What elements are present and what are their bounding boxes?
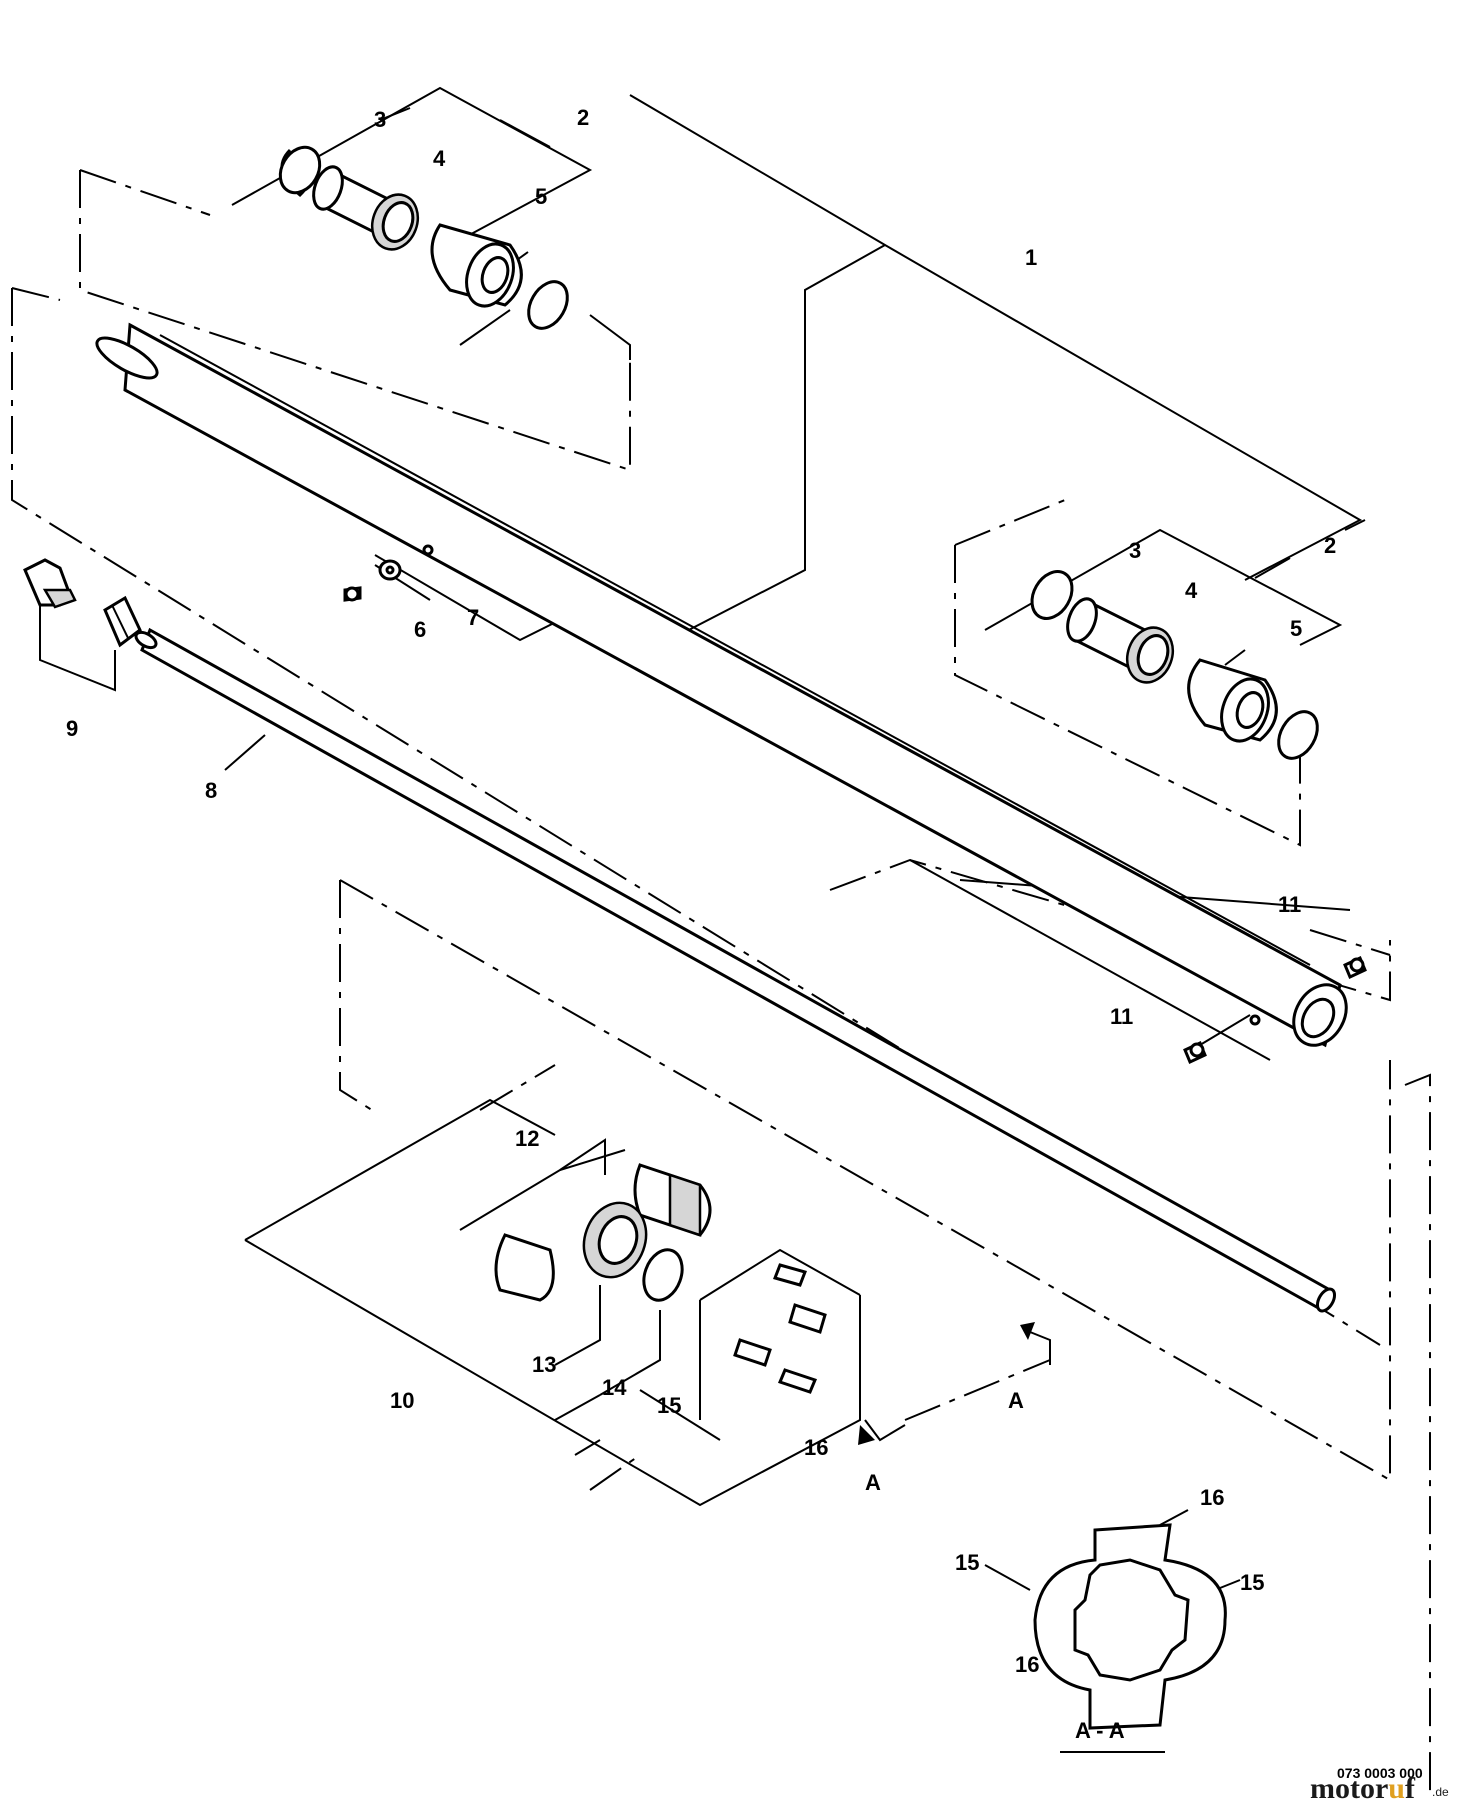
drive-shaft	[134, 627, 1337, 1313]
callout-5: 5	[1290, 616, 1302, 641]
svg-text:.de: .de	[1432, 1785, 1449, 1799]
spline-coupling-part	[23, 558, 142, 648]
callout-16: 16	[1200, 1485, 1224, 1510]
callout-16: 16	[1015, 1652, 1039, 1677]
callout-2: 2	[577, 105, 589, 130]
section-arrow-label: A	[1008, 1388, 1024, 1413]
bushing-group	[494, 1163, 827, 1394]
callout-12: 12	[515, 1126, 539, 1151]
callout-8: 8	[205, 778, 217, 803]
callout-11: 11	[1110, 1004, 1133, 1029]
section-arrows	[858, 1322, 1051, 1445]
section-arrow-label: A	[865, 1470, 881, 1495]
svg-text:motoruf: motoruf	[1310, 1772, 1416, 1800]
callout-11: 11	[1278, 892, 1301, 917]
screw-washer-parts	[343, 559, 402, 602]
leader-lines	[39, 86, 1366, 1656]
callout-3: 3	[1129, 538, 1141, 563]
callout-14: 14	[602, 1375, 627, 1400]
callout-13: 13	[532, 1352, 556, 1377]
callout-10: 10	[390, 1388, 414, 1413]
section-view-a-a	[1033, 1523, 1227, 1753]
callout-3: 3	[374, 107, 386, 132]
callout-6: 6	[414, 617, 426, 642]
drawing-number: 073 0003 000	[1337, 1765, 1423, 1781]
callout-4: 4	[433, 146, 446, 171]
callout-15: 15	[955, 1550, 979, 1575]
section-title: A - A	[1075, 1718, 1125, 1743]
callout-4: 4	[1185, 578, 1198, 603]
drive-tube	[95, 322, 1348, 1048]
watermark-logo: motoruf .de	[1310, 1772, 1449, 1800]
callout-15: 15	[657, 1393, 681, 1418]
callout-2: 2	[1324, 533, 1336, 558]
callout-5: 5	[535, 184, 547, 209]
callout-7: 7	[467, 605, 479, 630]
callout-1: 1	[1025, 245, 1037, 270]
bearing-group-top	[278, 145, 569, 330]
callout-labels: 1 2 3 4 5 2 3 4 5 6 7 8 9 11 11 10 12 13…	[66, 105, 1336, 1743]
callout-9: 9	[66, 716, 78, 741]
plug-screws	[1183, 955, 1367, 1065]
callout-16: 16	[804, 1435, 828, 1460]
callout-15: 15	[1240, 1570, 1264, 1595]
bearing-group-right	[1030, 570, 1319, 760]
